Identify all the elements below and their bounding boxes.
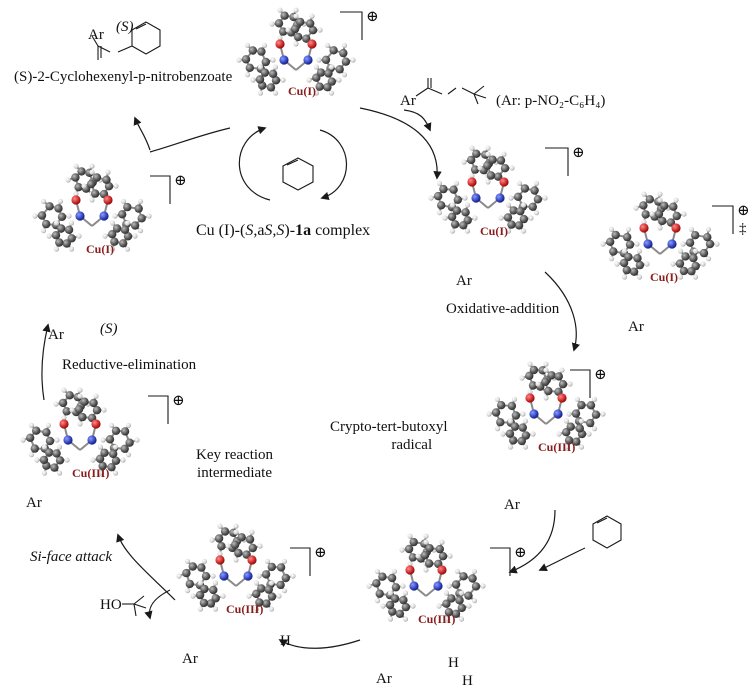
cu-label-cu3-right: Cu(III) (538, 440, 576, 454)
perester-ar: Ar (400, 93, 416, 109)
free-cyclohexene (282, 157, 314, 191)
catalyst-model-allyl (366, 533, 486, 622)
catalyst-model-bottom (176, 523, 296, 612)
catalyst-model-cu3-right (486, 361, 606, 450)
cycle-arrows (41, 107, 586, 649)
charge-plus-key: ⊕ (172, 393, 185, 409)
s-label-left: (S) (100, 321, 118, 337)
catalyst-model-right (428, 145, 548, 234)
perester-ar-note: (Ar: p-NO₂-C₆H₄) (496, 93, 606, 109)
cu-label-allyl: Cu(III) (418, 612, 456, 626)
charge-plus-left: ⊕ (174, 173, 187, 189)
arrow-reductive-elimination (41, 323, 51, 401)
catalyst-model-key (20, 387, 140, 476)
arrow-radical-to-allyl (508, 509, 556, 574)
inner-cycle-right (319, 129, 347, 201)
arrow-left-to-product (133, 116, 151, 151)
step-oxidative-addition: Oxidative-addition (446, 301, 560, 317)
cu-label-left: Cu(I) (86, 242, 115, 256)
perester-structure (415, 78, 487, 105)
product-ar: Ar (88, 27, 104, 43)
step-reductive-elimination: Reductive-elimination (62, 357, 197, 373)
charge-brackets (148, 11, 734, 576)
ar-label-right: Ar (456, 273, 472, 289)
h-label-allyl-1: H (448, 655, 459, 671)
ar-label-bottom: Ar (182, 651, 198, 667)
catalyst-complex-label: Cu (I)-(S,aS,S)-1a complex (196, 222, 371, 239)
h-label-allyl-2: H (462, 673, 473, 689)
cu-label-ts: Cu(I) (650, 270, 679, 284)
arrow-oxidative-addition (544, 271, 580, 352)
cu-label-top: Cu(I) (288, 84, 317, 98)
inner-cycle-left (238, 126, 271, 201)
cu-label-key: Cu(III) (72, 466, 110, 480)
catalyst-model-ts (600, 191, 720, 280)
h-label-bottom: H (280, 633, 291, 649)
ar-label-key: Ar (26, 495, 42, 511)
product-s-label: (S) (116, 19, 134, 35)
charge-plus-cu3-right: ⊕ (594, 367, 607, 383)
ar-label-ts: Ar (628, 319, 644, 335)
ts-mark: ‡ (739, 221, 747, 237)
tBuOH-structure (122, 595, 147, 617)
charge-plus-bottom: ⊕ (314, 545, 327, 561)
step-crypto-radical: Crypto-tert-butoxyl radical (330, 419, 448, 453)
tBuOH-label: HO (100, 597, 122, 613)
product-name: (S)-2-Cyclohexenyl-p-nitrobenzoate (14, 69, 233, 85)
cu-label-right: Cu(I) (480, 224, 509, 238)
arrow-cyclohexene-in (538, 547, 586, 571)
arrow-top-to-right (359, 107, 442, 180)
ar-label-left: Ar (48, 327, 64, 343)
ar-label-allyl: Ar (376, 671, 392, 687)
cu-label-bottom: Cu(III) (226, 602, 264, 616)
molecule-models (20, 7, 720, 622)
arrow-perester-in (403, 109, 432, 132)
catalyst-model-left (32, 163, 152, 252)
arrow-allyl-to-intermediate (278, 639, 361, 649)
charge-plus-right: ⊕ (572, 145, 585, 161)
step-si-face-attack: Si-face attack (30, 549, 113, 565)
ar-label-cu3: Ar (504, 497, 520, 513)
arrow-left-to-top (149, 127, 231, 153)
charge-plus-ts: ⊕ (737, 203, 750, 219)
charge-plus-top: ⊕ (366, 9, 379, 25)
arrow-tBuOH-out (144, 589, 171, 620)
product-structure (91, 21, 161, 60)
catalyst-model-top (236, 7, 356, 96)
arrow-intermediate-to-key (116, 533, 176, 601)
step-key-intermediate: Key reaction intermediate (196, 447, 274, 481)
incoming-cyclohexene (592, 515, 622, 549)
charge-plus-allyl: ⊕ (514, 545, 527, 561)
